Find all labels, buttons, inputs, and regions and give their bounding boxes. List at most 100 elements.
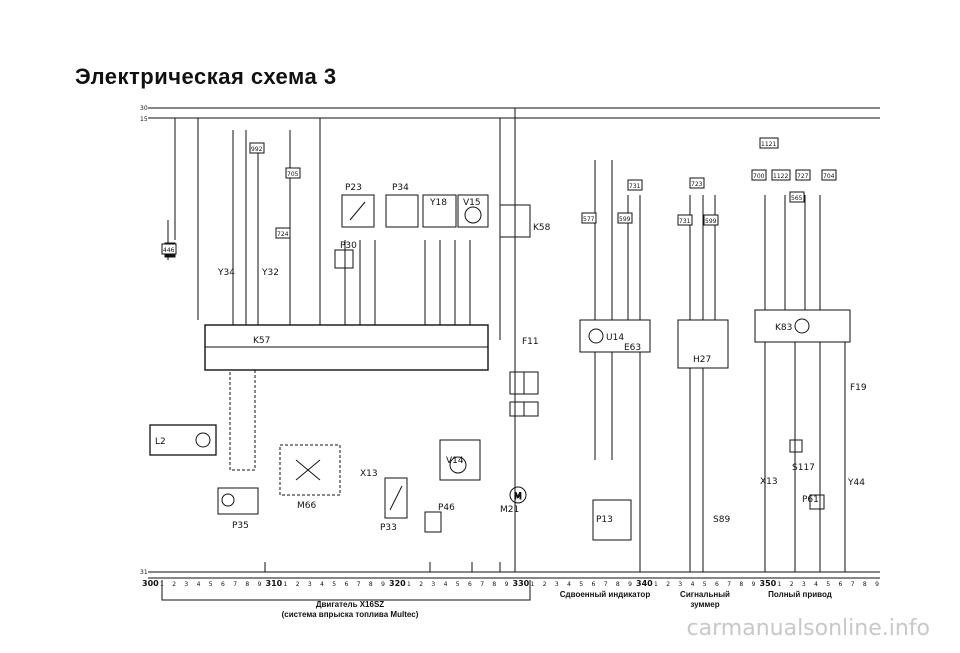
scale-digit: 3: [184, 581, 188, 588]
scale-digit: 1: [160, 581, 164, 588]
scale-digit: 2: [790, 581, 794, 588]
scale-digit: 6: [221, 581, 225, 588]
scale-digit: 7: [233, 581, 237, 588]
scale-digit: 6: [468, 581, 472, 588]
fuse-992-label: 992: [251, 146, 263, 153]
scale-digit: 9: [875, 581, 879, 588]
scale-digit: 2: [666, 581, 670, 588]
x13a-label: X13: [360, 469, 378, 479]
fuse-992: [249, 142, 265, 154]
scale-group-label: 340: [636, 579, 653, 588]
fuse-731b: [677, 214, 693, 226]
page-title: Электрическая схема 3: [75, 64, 337, 89]
k83-block: [754, 309, 851, 343]
p23-sensor: [341, 194, 375, 228]
fuse-599b: [703, 214, 719, 226]
scale-digit: 7: [357, 581, 361, 588]
scale-digit: 1: [654, 581, 658, 588]
scale-digit: 6: [715, 581, 719, 588]
scale-group-label: 310: [266, 579, 283, 588]
scale-digit: 4: [814, 581, 818, 588]
scale-digit: 3: [431, 581, 435, 588]
fuse-731a-label: 731: [629, 183, 641, 190]
scale-digit: 9: [505, 581, 509, 588]
dashed-box: [229, 369, 256, 471]
fuse-1121-label: 1121: [761, 141, 776, 148]
scale-digit: 9: [258, 581, 262, 588]
k83-label: K83: [775, 323, 792, 333]
scale-digit: 4: [320, 581, 324, 588]
s117-label: S117: [792, 463, 815, 473]
fuse-599a: [617, 212, 633, 224]
scale-digit: 3: [678, 581, 682, 588]
y18-valve: [422, 194, 457, 228]
p30-sensor: [334, 249, 354, 269]
scale-digit: 8: [492, 581, 496, 588]
scale-digit: 9: [628, 581, 632, 588]
p33-sensor: [384, 477, 408, 519]
scale-digit: 2: [543, 581, 547, 588]
p35-label: P35: [232, 521, 249, 531]
l2-label: L2: [155, 437, 166, 447]
scale-digit: 9: [381, 581, 385, 588]
scale-digit: 4: [567, 581, 571, 588]
scale-digit: 3: [308, 581, 312, 588]
scale-digit: 6: [839, 581, 843, 588]
p33-label: P33: [380, 523, 397, 533]
scale-group-label: 330: [513, 579, 530, 588]
scale-digit: 9: [752, 581, 756, 588]
fuse-724: [275, 227, 291, 239]
scale-digit: 6: [592, 581, 596, 588]
fuse-704-label: 704: [823, 173, 835, 180]
scale-digit: 8: [245, 581, 249, 588]
k57-label: K57: [253, 336, 270, 346]
dual-indicator-caption: Сдвоенный индикатор: [559, 590, 651, 599]
p35-sensor: [217, 487, 259, 515]
scale-digit: 5: [826, 581, 830, 588]
fuse-723-label: 723: [691, 181, 703, 188]
fuse-446: [161, 243, 177, 255]
scale-group-label: 300: [142, 579, 159, 588]
fuse-700-label: 700: [753, 173, 765, 180]
u14-e63-block: [579, 319, 651, 353]
fuse-1122-label: 1122: [773, 173, 788, 180]
scale-digit: 2: [172, 581, 176, 588]
v14-unit: [439, 439, 481, 481]
rail-30-label: 30: [140, 105, 148, 112]
scale-digit: 2: [296, 581, 300, 588]
y18-label: Y18: [429, 198, 447, 208]
signal-buzzer-line2: зуммер: [690, 600, 720, 609]
p23-label: P23: [345, 183, 362, 193]
scale-digit: 5: [332, 581, 336, 588]
scale-digit: 5: [703, 581, 707, 588]
fuse-704: [821, 169, 837, 181]
rail-31-label: 31: [140, 569, 148, 576]
m21-motor: [509, 486, 527, 504]
p34-sensor: [385, 194, 419, 228]
scale-group-label: 320: [389, 579, 406, 588]
fuse-446-label: 446: [163, 247, 175, 254]
fuse-723: [689, 177, 705, 189]
scale-digit: 7: [604, 581, 608, 588]
scale-digit: 3: [555, 581, 559, 588]
fuse-724-label: 724: [277, 231, 289, 238]
fuse-577-label: 577: [583, 216, 595, 223]
engine-caption: Двигатель X16SZ (система впрыска топлива…: [240, 600, 460, 620]
fuse-577: [581, 212, 597, 224]
scale-digit: 4: [197, 581, 201, 588]
y34-label: Y34: [217, 268, 235, 278]
rail-15-label: 15: [140, 116, 148, 123]
scale-digit: 8: [739, 581, 743, 588]
scale-digit: 5: [456, 581, 460, 588]
l2-coil: [149, 424, 217, 456]
p13-label: P13: [596, 515, 613, 525]
fuse-705: [285, 167, 301, 179]
x13b-label: X13: [760, 477, 778, 487]
e63-label: E63: [624, 343, 641, 353]
fuse-731a: [627, 179, 643, 191]
watermark: carmanualsonline.info: [686, 616, 930, 641]
scale-digit: 3: [802, 581, 806, 588]
scale-digit: 1: [407, 581, 411, 588]
scale-digit: 8: [369, 581, 373, 588]
